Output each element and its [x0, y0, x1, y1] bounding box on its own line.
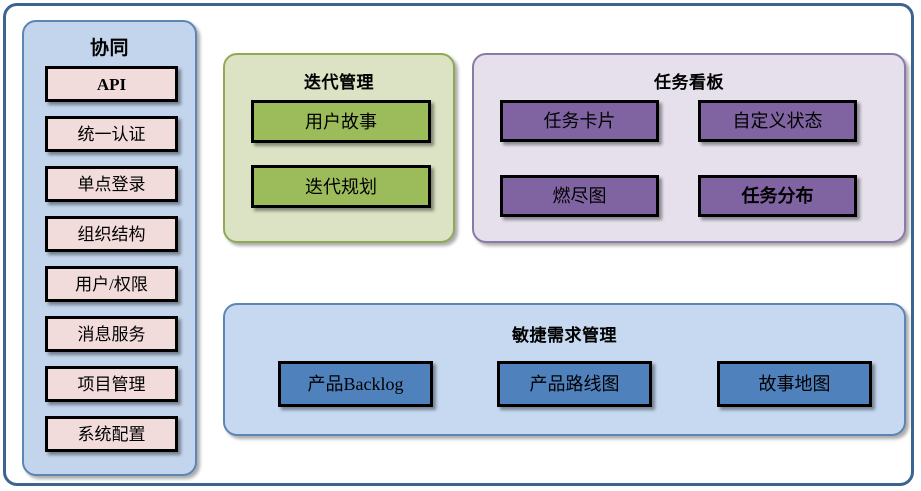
panel-agile-requirement-management[interactable]: 敏捷需求管理 产品Backlog 产品路线图 故事地图: [223, 303, 906, 436]
node-project-management[interactable]: 项目管理: [45, 366, 178, 402]
node-custom-status[interactable]: 自定义状态: [698, 100, 857, 142]
node-user-story[interactable]: 用户故事: [251, 100, 431, 143]
panel-task-board-title: 任务看板: [654, 73, 724, 92]
panel-task-board[interactable]: 任务看板 任务卡片 自定义状态 燃尽图 任务分布: [472, 53, 906, 243]
node-task-card[interactable]: 任务卡片: [500, 100, 659, 142]
node-api[interactable]: API: [45, 66, 178, 102]
panel-agile-requirement-management-title: 敏捷需求管理: [512, 326, 617, 345]
panel-collaboration-title: 协同: [89, 38, 129, 59]
node-product-roadmap[interactable]: 产品路线图: [497, 361, 652, 407]
node-user-permission[interactable]: 用户/权限: [45, 266, 178, 302]
diagram-canvas-frame: 协同 API 统一认证 单点登录 组织结构 用户/权限 消息服务 项目管理 系统…: [3, 3, 914, 486]
node-product-backlog[interactable]: 产品Backlog: [278, 361, 433, 407]
node-burndown-chart[interactable]: 燃尽图: [500, 175, 659, 217]
node-org-structure[interactable]: 组织结构: [45, 216, 178, 252]
panel-collaboration[interactable]: 协同 API 统一认证 单点登录 组织结构 用户/权限 消息服务 项目管理 系统…: [22, 20, 197, 476]
node-unified-auth[interactable]: 统一认证: [45, 116, 178, 152]
node-iteration-planning[interactable]: 迭代规划: [251, 165, 431, 208]
panel-iteration-management-title: 迭代管理: [304, 73, 374, 92]
node-message-service[interactable]: 消息服务: [45, 316, 178, 352]
node-single-sign-on[interactable]: 单点登录: [45, 166, 178, 202]
node-story-map[interactable]: 故事地图: [717, 361, 872, 407]
panel-iteration-management[interactable]: 迭代管理 用户故事 迭代规划: [223, 53, 455, 243]
node-task-distribution[interactable]: 任务分布: [698, 175, 857, 217]
node-system-config[interactable]: 系统配置: [45, 416, 178, 452]
